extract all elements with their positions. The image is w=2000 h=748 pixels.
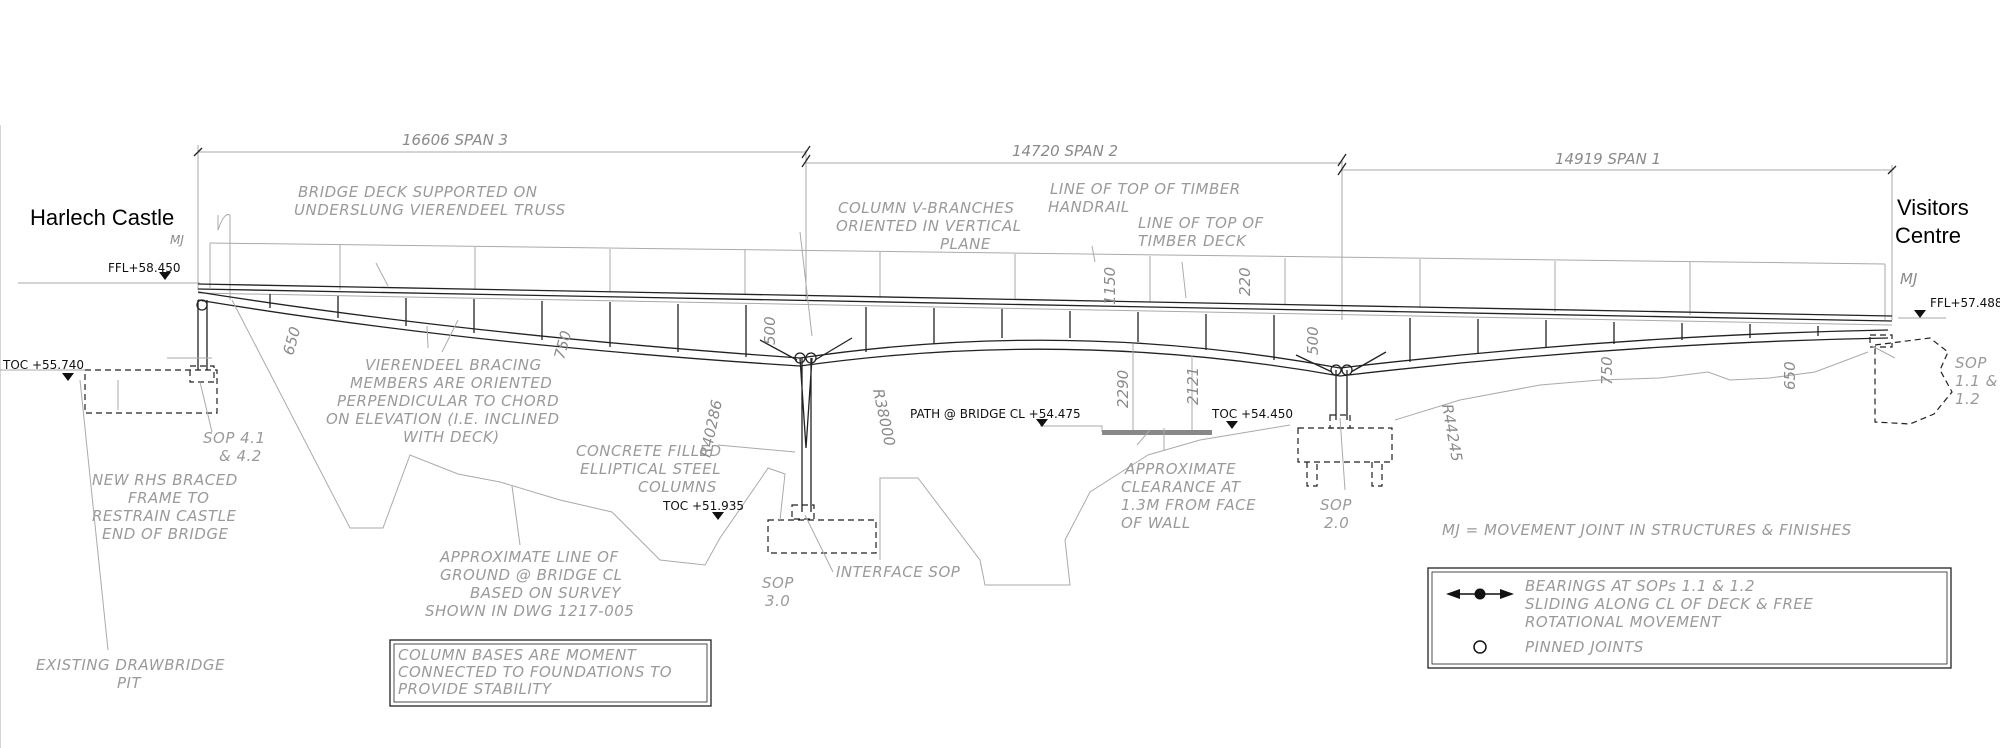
dim-220: 220 xyxy=(1236,267,1254,296)
svg-text:EXISTING DRAWBRIDGE: EXISTING DRAWBRIDGE xyxy=(36,656,225,674)
svg-text:OF WALL: OF WALL xyxy=(1121,514,1191,532)
svg-text:& 4.2: & 4.2 xyxy=(219,447,262,465)
svg-text:1.2: 1.2 xyxy=(1955,390,1980,408)
svg-text:RESTRAIN CASTLE: RESTRAIN CASTLE xyxy=(92,507,236,525)
column-bases-box: COLUMN BASES ARE MOMENT CONNECTED TO FOU… xyxy=(389,639,712,707)
svg-text:SOP: SOP xyxy=(1955,354,1987,372)
level-toc-right: TOC +54.450 xyxy=(1211,407,1293,421)
svg-text:ON ELEVATION (I.E. INCLINED: ON ELEVATION (I.E. INCLINED xyxy=(326,410,560,428)
dim-1150: 1150 xyxy=(1101,267,1119,305)
svg-text:VIERENDEEL BRACING: VIERENDEEL BRACING xyxy=(365,356,542,374)
level-toc-left: TOC +55.740 xyxy=(2,358,84,372)
svg-text:SOP: SOP xyxy=(762,574,794,592)
note-handrail: LINE OF TOP OF TIMBER HANDRAIL xyxy=(1048,180,1241,216)
dim-500-right: 500 xyxy=(1304,326,1322,355)
span1-label: 14919 SPAN 1 xyxy=(1555,150,1661,168)
level-path: PATH @ BRIDGE CL +54.475 xyxy=(910,407,1081,421)
svg-text:MEMBERS ARE ORIENTED: MEMBERS ARE ORIENTED xyxy=(350,374,552,392)
svg-text:SOP 4.1: SOP 4.1 xyxy=(203,429,266,447)
svg-text:NEW RHS BRACED: NEW RHS BRACED xyxy=(92,471,238,489)
svg-text:PIT: PIT xyxy=(117,674,142,692)
level-ffl-left: FFL+58.450 xyxy=(108,261,181,275)
svg-text:APPROXIMATE LINE OF: APPROXIMATE LINE OF xyxy=(439,548,619,566)
note-column-branches: COLUMN V-BRANCHES ORIENTED IN VERTICAL P… xyxy=(836,199,1022,253)
radius-44245: R44245 xyxy=(1438,403,1466,463)
svg-text:GROUND @ BRIDGE CL: GROUND @ BRIDGE CL xyxy=(440,566,623,584)
svg-text:SHOWN IN DWG 1217-005: SHOWN IN DWG 1217-005 xyxy=(425,602,634,620)
svg-text:3.0: 3.0 xyxy=(765,592,790,610)
svg-text:COLUMN BASES ARE MOMENT: COLUMN BASES ARE MOMENT xyxy=(398,646,638,664)
place-harlech-castle: Harlech Castle xyxy=(30,205,174,230)
svg-text:LINE OF TOP OF: LINE OF TOP OF xyxy=(1138,214,1264,232)
note-sop-3: SOP 3.0 xyxy=(762,574,794,610)
svg-text:ELLIPTICAL STEEL: ELLIPTICAL STEEL xyxy=(580,460,721,478)
note-sop-1: SOP 1.1 & 1.2 xyxy=(1955,354,1998,408)
dim-650-right: 650 xyxy=(1781,361,1799,390)
svg-text:TIMBER DECK: TIMBER DECK xyxy=(1138,232,1247,250)
note-clearance: APPROXIMATE CLEARANCE AT 1.3M FROM FACE … xyxy=(1121,460,1256,532)
legend-pinned: PINNED JOINTS xyxy=(1525,638,1644,656)
note-deck: BRIDGE DECK SUPPORTED ON UNDERSLUNG VIER… xyxy=(294,183,566,219)
note-sop-4-1: SOP 4.1 & 4.2 xyxy=(203,429,266,465)
dim-750-left: 750 xyxy=(550,329,575,361)
place-visitors-centre-line2: Centre xyxy=(1895,223,1961,248)
svg-text:FRAME TO: FRAME TO xyxy=(128,489,209,507)
svg-text:CONNECTED TO FOUNDATIONS TO: CONNECTED TO FOUNDATIONS TO xyxy=(398,663,672,681)
note-rhs-frame: NEW RHS BRACED FRAME TO RESTRAIN CASTLE … xyxy=(92,471,238,543)
svg-text:CONCRETE FILLED: CONCRETE FILLED xyxy=(576,442,722,460)
svg-text:SOP: SOP xyxy=(1320,496,1352,514)
svg-text:LINE OF TOP OF TIMBER: LINE OF TOP OF TIMBER xyxy=(1050,180,1241,198)
svg-text:2.0: 2.0 xyxy=(1324,514,1349,532)
ground-line xyxy=(231,299,1869,586)
legend-bearings-line1: BEARINGS AT SOPs 1.1 & 1.2 xyxy=(1525,577,1755,595)
svg-text:HANDRAIL: HANDRAIL xyxy=(1048,198,1130,216)
svg-text:BASED ON SURVEY: BASED ON SURVEY xyxy=(470,584,622,602)
dim-750-right: 750 xyxy=(1598,356,1616,385)
svg-text:ORIENTED IN VERTICAL: ORIENTED IN VERTICAL xyxy=(836,217,1022,235)
svg-text:END OF BRIDGE: END OF BRIDGE xyxy=(102,525,229,543)
svg-text:CLEARANCE AT: CLEARANCE AT xyxy=(1121,478,1242,496)
note-concrete-columns: CONCRETE FILLED ELLIPTICAL STEEL COLUMNS xyxy=(576,442,722,496)
svg-text:WITH DECK): WITH DECK) xyxy=(403,428,500,446)
level-toc-mid: TOC +51.935 xyxy=(662,499,744,513)
svg-text:PROVIDE STABILITY: PROVIDE STABILITY xyxy=(398,680,553,698)
svg-text:BRIDGE DECK SUPPORTED ON: BRIDGE DECK SUPPORTED ON xyxy=(298,183,537,201)
bearing-arrow-icon xyxy=(1446,588,1514,600)
pinned-joint-icon xyxy=(1473,640,1487,654)
legend-box: BEARINGS AT SOPs 1.1 & 1.2 SLIDING ALONG… xyxy=(1427,567,1952,669)
span3-label: 16606 SPAN 3 xyxy=(402,131,508,149)
svg-text:UNDERSLUNG VIERENDEEL TRUSS: UNDERSLUNG VIERENDEEL TRUSS xyxy=(294,201,566,219)
place-visitors-centre-line1: Visitors xyxy=(1897,195,1969,220)
dim-500-left: 500 xyxy=(761,316,779,345)
structure-linework xyxy=(0,125,1953,748)
svg-text:1.1 &: 1.1 & xyxy=(1955,372,1998,390)
svg-text:COLUMNS: COLUMNS xyxy=(638,478,717,496)
svg-text:1.3M FROM FACE: 1.3M FROM FACE xyxy=(1121,496,1256,514)
svg-text:PERPENDICULAR TO CHORD: PERPENDICULAR TO CHORD xyxy=(337,392,559,410)
note-drawbridge: EXISTING DRAWBRIDGE PIT xyxy=(36,656,225,692)
note-mj-legend: MJ = MOVEMENT JOINT IN STRUCTURES & FINI… xyxy=(1442,521,1852,539)
dim-2290: 2290 xyxy=(1114,370,1132,408)
mj-left-mark: MJ xyxy=(170,233,184,247)
note-interface-sop: INTERFACE SOP xyxy=(836,563,961,581)
svg-text:APPROXIMATE: APPROXIMATE xyxy=(1124,460,1236,478)
dim-2121: 2121 xyxy=(1184,367,1202,405)
svg-text:PLANE: PLANE xyxy=(940,235,991,253)
mj-right-mark: MJ xyxy=(1900,270,1917,288)
note-sop-2: SOP 2.0 xyxy=(1320,496,1352,532)
svg-text:COLUMN V-BRANCHES: COLUMN V-BRANCHES xyxy=(838,199,1014,217)
span2-label: 14720 SPAN 2 xyxy=(1012,142,1118,160)
radius-38000: R38000 xyxy=(869,387,899,448)
note-ground: APPROXIMATE LINE OF GROUND @ BRIDGE CL B… xyxy=(425,548,634,620)
level-ffl-right: FFL+57.488 xyxy=(1930,296,2000,310)
legend-bearings-line3: ROTATIONAL MOVEMENT xyxy=(1525,613,1722,631)
note-timber-deck: LINE OF TOP OF TIMBER DECK xyxy=(1138,214,1264,250)
legend-bearings-line2: SLIDING ALONG CL OF DECK & FREE xyxy=(1525,595,1813,613)
dim-650-left: 650 xyxy=(279,325,304,357)
note-bracing: VIERENDEEL BRACING MEMBERS ARE ORIENTED … xyxy=(326,356,560,446)
